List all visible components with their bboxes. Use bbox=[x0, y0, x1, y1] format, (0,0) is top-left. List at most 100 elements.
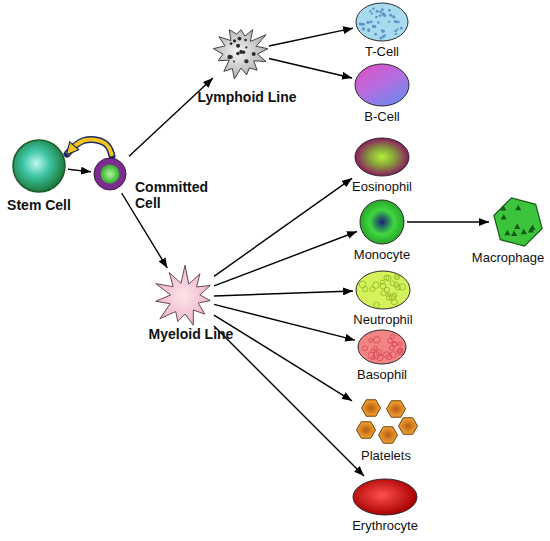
connector-group bbox=[68, 169, 91, 172]
lineage-arrow bbox=[68, 169, 91, 172]
cell-body bbox=[356, 3, 408, 41]
cell-texture bbox=[392, 15, 395, 18]
cell-texture bbox=[362, 27, 365, 30]
cell-texture bbox=[376, 10, 379, 13]
cell-granule bbox=[500, 205, 506, 211]
cell-speck bbox=[230, 42, 233, 45]
connector-group bbox=[67, 139, 112, 156]
platelet-body bbox=[357, 422, 376, 438]
connector-group bbox=[407, 222, 489, 223]
cell-body bbox=[353, 479, 417, 515]
starburst-outline bbox=[156, 265, 211, 325]
cell-texture bbox=[389, 345, 394, 350]
monocyte-cell: Monocyte bbox=[359, 199, 405, 245]
cell-granule bbox=[511, 231, 517, 237]
cell-texture bbox=[381, 12, 383, 14]
cell-body bbox=[13, 140, 65, 192]
cell-shape bbox=[354, 63, 410, 107]
cell-speck bbox=[239, 50, 243, 54]
platelet-body bbox=[399, 418, 418, 434]
cell-granule bbox=[528, 227, 534, 233]
cell-texture bbox=[395, 30, 397, 32]
connector-group bbox=[214, 315, 352, 401]
cell-granule bbox=[521, 229, 527, 235]
cell-texture bbox=[369, 339, 373, 343]
cell-texture bbox=[397, 21, 399, 23]
cell-texture bbox=[362, 346, 367, 351]
lineage-arrow bbox=[214, 304, 355, 340]
cell-texture bbox=[390, 352, 396, 358]
cell-texture bbox=[359, 281, 366, 288]
cell-texture bbox=[398, 348, 402, 352]
cell-texture bbox=[384, 287, 389, 292]
eosinophil-cell: Eosinophil bbox=[354, 137, 410, 177]
lineage-arrow bbox=[214, 315, 352, 401]
t-cell: T-Cell bbox=[355, 2, 409, 42]
cell-texture bbox=[388, 21, 390, 23]
cell-texture bbox=[374, 33, 377, 36]
cell-texture bbox=[395, 33, 397, 35]
connector-group bbox=[67, 28, 489, 476]
lineage-arrow bbox=[269, 59, 352, 78]
cell-label: Monocyte bbox=[339, 247, 425, 262]
cell-texture bbox=[383, 14, 386, 17]
lymphoid-progenitor: Lymphoid Line bbox=[215, 27, 267, 77]
self-renewal-outline bbox=[67, 139, 112, 156]
cell-texture bbox=[369, 10, 371, 12]
platelets-group: Platelets bbox=[354, 398, 418, 446]
cell-shape bbox=[93, 157, 127, 191]
cell-texture bbox=[381, 290, 386, 295]
cell-texture bbox=[376, 350, 382, 356]
cell-texture bbox=[370, 287, 375, 292]
cell-texture bbox=[375, 16, 378, 19]
cell-label: Eosinophil bbox=[334, 179, 430, 194]
lineage-arrow bbox=[214, 326, 364, 476]
cell-shape bbox=[215, 27, 267, 77]
cell-label: Platelets bbox=[334, 448, 438, 463]
cell-texture bbox=[388, 9, 391, 12]
connector-group bbox=[269, 28, 353, 46]
cell-label: Erythrocyte bbox=[332, 518, 438, 533]
platelet-body bbox=[387, 401, 406, 417]
cell-texture bbox=[400, 27, 403, 30]
cell-body bbox=[355, 64, 409, 106]
committed-cell: Committed Cell bbox=[93, 157, 127, 191]
cell-texture bbox=[381, 8, 384, 11]
cell-speck bbox=[239, 50, 242, 53]
cell-granule bbox=[515, 205, 521, 211]
cell-texture bbox=[373, 25, 376, 28]
cell-texture bbox=[379, 14, 382, 17]
cell-speck bbox=[252, 52, 256, 56]
cell-speck bbox=[244, 39, 247, 42]
cell-texture bbox=[359, 22, 362, 25]
cell-label: Neutrophil bbox=[335, 312, 431, 327]
cell-texture bbox=[384, 275, 389, 280]
cell-speck bbox=[237, 37, 241, 41]
cell-texture bbox=[367, 28, 370, 31]
cell-texture bbox=[379, 11, 382, 14]
cell-shape bbox=[355, 2, 409, 42]
cell-shape bbox=[352, 478, 418, 516]
cell-nucleus bbox=[100, 164, 119, 183]
cell-texture bbox=[384, 352, 390, 358]
lineage-arrow bbox=[214, 178, 352, 276]
lineage-arrow bbox=[407, 221, 489, 222]
cell-texture bbox=[389, 14, 392, 17]
cell-label: Basophil bbox=[337, 367, 427, 382]
cell-label: Stem Cell bbox=[0, 197, 84, 213]
basophil-cell: Basophil bbox=[357, 329, 407, 365]
cell-speck bbox=[230, 55, 233, 58]
cell-texture bbox=[397, 349, 403, 355]
lineage-arrow bbox=[214, 291, 353, 296]
cell-body bbox=[358, 330, 406, 364]
cell-texture bbox=[371, 12, 373, 14]
connector-group bbox=[214, 304, 355, 340]
b-cell: B-Cell bbox=[354, 63, 410, 107]
cell-texture bbox=[372, 7, 375, 10]
cell-texture bbox=[394, 274, 399, 279]
cell-texture bbox=[366, 21, 369, 24]
starburst-outline bbox=[213, 30, 268, 79]
cell-texture bbox=[374, 302, 380, 308]
cell-label: Committed Cell bbox=[135, 179, 219, 211]
